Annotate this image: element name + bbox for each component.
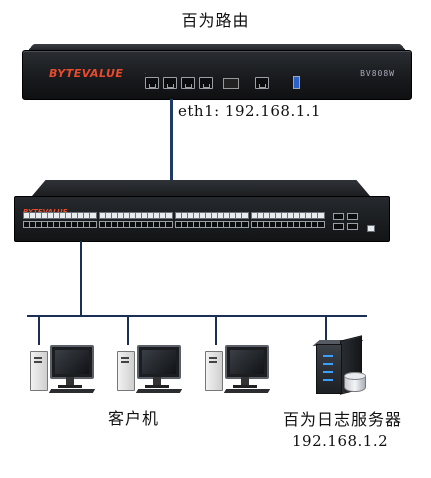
desktop-pc-icon[interactable] [117,345,193,393]
server-icon[interactable] [312,335,368,395]
pc-monitor [225,345,269,379]
pc-monitor-base [233,385,257,388]
router-lan-port-4 [199,77,213,89]
server-led [323,363,333,365]
switch-port [165,221,173,228]
pc-monitor-stand [241,377,249,385]
server-front [316,344,342,394]
drop-cable-pc3 [215,315,217,345]
drop-cable-pc2 [127,315,129,345]
pc-tower [205,351,223,391]
router-title: 百为路由 [181,11,250,30]
router-lan-port-3 [181,77,195,89]
pc-monitor-base [58,385,82,388]
router-usb-port [293,76,300,89]
router-top-panel [28,43,406,51]
router-brand-logo: BYTEVALUE [49,67,124,80]
router-model: BV808W [360,69,395,78]
switch-port [317,212,325,219]
switch-console-port [367,225,375,232]
router-eth1-label: eth1: 192.168.1.1 [178,102,322,120]
log-server-label: 百为日志服务器 [283,410,403,429]
router-icon[interactable]: BYTEVALUE · BV808W [22,43,412,100]
switch-downlink-cable [80,241,82,315]
switch-sfp-port [347,213,358,220]
pc-tower [30,351,48,391]
switch-sfp-port [347,223,358,230]
server-led [323,355,333,357]
switch-port [241,212,249,219]
pc-keyboard [135,389,183,393]
switch-top-panel [32,180,370,196]
switch-sfp-port [333,213,344,220]
port-led-label: · [145,71,147,76]
desktop-pc-icon[interactable] [205,345,281,393]
switch-port [89,221,97,228]
pc-keyboard [223,389,271,393]
desktop-pc-icon[interactable] [30,345,106,393]
switch-icon[interactable]: BYTEVALUE [14,196,390,242]
server-led [323,379,333,381]
server-led [323,371,333,373]
database-icon [344,372,366,392]
pc-monitor [137,345,181,379]
router-wan-port [255,77,269,89]
drop-cable-server [325,315,327,341]
log-server-ip: 192.168.1.2 [292,432,389,450]
pc-monitor-stand [66,377,74,385]
router-lan-port-2 [163,77,177,89]
switch-port [165,212,173,219]
switch-port [317,221,325,228]
pc-monitor-base [145,385,169,388]
pc-tower [117,351,135,391]
lan-bus-cable [27,315,367,317]
switch-port [89,212,97,219]
router-uplink-cable [170,99,173,181]
switch-sfp-port [333,223,344,230]
clients-label: 客户机 [108,409,160,428]
pc-keyboard [48,389,96,393]
drop-cable-pc1 [38,315,40,345]
pc-monitor-stand [153,377,161,385]
router-lan-port-1 [145,77,159,89]
switch-port [241,221,249,228]
pc-monitor [50,345,94,379]
router-sfp-port [223,78,239,89]
